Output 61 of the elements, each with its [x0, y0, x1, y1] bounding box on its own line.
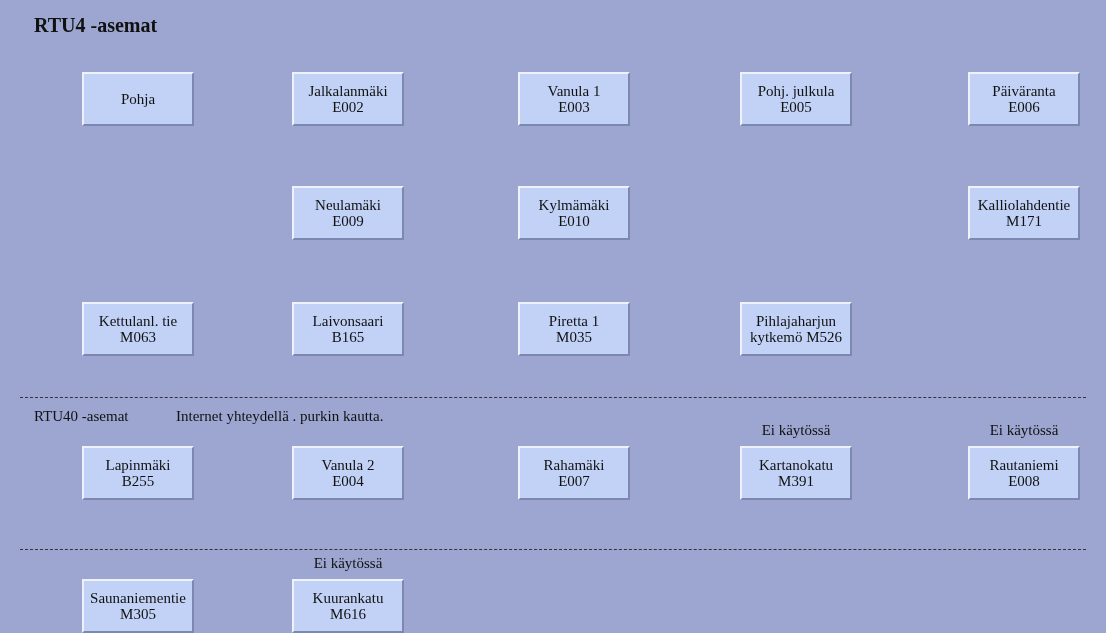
station-name: Kalliolahdentie: [977, 197, 1071, 213]
station-name: Pohja: [120, 91, 156, 107]
station-name: E008: [1008, 473, 1040, 489]
station-name: M391: [778, 473, 814, 489]
station-name: Pihlajaharjun kytkemö M526: [748, 313, 844, 345]
station-name: Kylmämäki: [538, 197, 610, 213]
section-label: RTU40 -asemat: [34, 408, 129, 425]
station-name: E010: [558, 213, 590, 229]
station-name: Kartanokatu: [758, 457, 834, 473]
status-note: Ei käytössä: [989, 422, 1059, 439]
station-name: E004: [332, 473, 364, 489]
status-note: Ei käytössä: [761, 422, 831, 439]
station-box: [82, 446, 194, 500]
station-name: Lapinmäki: [105, 457, 171, 473]
station-name: Rahamäki: [543, 457, 605, 473]
station-box: [968, 446, 1080, 500]
station-box: [292, 72, 404, 126]
station-box: [740, 302, 852, 356]
title: RTU4 -asemat: [34, 14, 158, 37]
station-name: Pohj. julkula: [757, 83, 835, 99]
station-name: Piretta 1: [548, 313, 600, 329]
station-name: E006: [1008, 99, 1040, 115]
station-name: Vanula 1: [547, 83, 601, 99]
station-name: Saunaniementie: [90, 590, 186, 606]
station-name: Laivonsaari: [312, 313, 384, 329]
station-box: [740, 72, 852, 126]
station-name: E002: [332, 99, 364, 115]
station-box: [292, 186, 404, 240]
station-name: M063: [120, 329, 156, 345]
station-name: E005: [780, 99, 812, 115]
station-box: [82, 72, 194, 126]
station-box: [518, 446, 630, 500]
station-box: [82, 302, 194, 356]
station-box: [518, 302, 630, 356]
station-name: E003: [558, 99, 590, 115]
station-name: M171: [1006, 213, 1042, 229]
status-note: Ei käytössä: [313, 555, 383, 572]
station-box: [292, 302, 404, 356]
section-label: Internet yhteydellä . purkin kautta.: [176, 408, 384, 425]
station-box: [740, 446, 852, 500]
station-name: Päiväranta: [992, 83, 1056, 99]
station-name: B165: [331, 329, 365, 345]
station-name: Vanula 2: [321, 457, 375, 473]
station-name: Neulamäki: [315, 197, 381, 213]
station-name: Kettulanl. tie: [98, 313, 178, 329]
station-name: Rautaniemi: [989, 457, 1059, 473]
station-name: M035: [556, 329, 592, 345]
station-name: B255: [121, 473, 155, 489]
station-box: [518, 72, 630, 126]
station-box: [82, 579, 194, 633]
station-name: E007: [558, 473, 590, 489]
station-box: [968, 186, 1080, 240]
station-box: [292, 446, 404, 500]
station-name: Kuurankatu: [312, 590, 384, 606]
station-name: M305: [120, 606, 156, 622]
station-box: [968, 72, 1080, 126]
station-box: [292, 579, 404, 633]
station-name: M616: [330, 606, 366, 622]
station-box: [518, 186, 630, 240]
station-name: Jalkalanmäki: [308, 83, 388, 99]
station-name: E009: [332, 213, 364, 229]
